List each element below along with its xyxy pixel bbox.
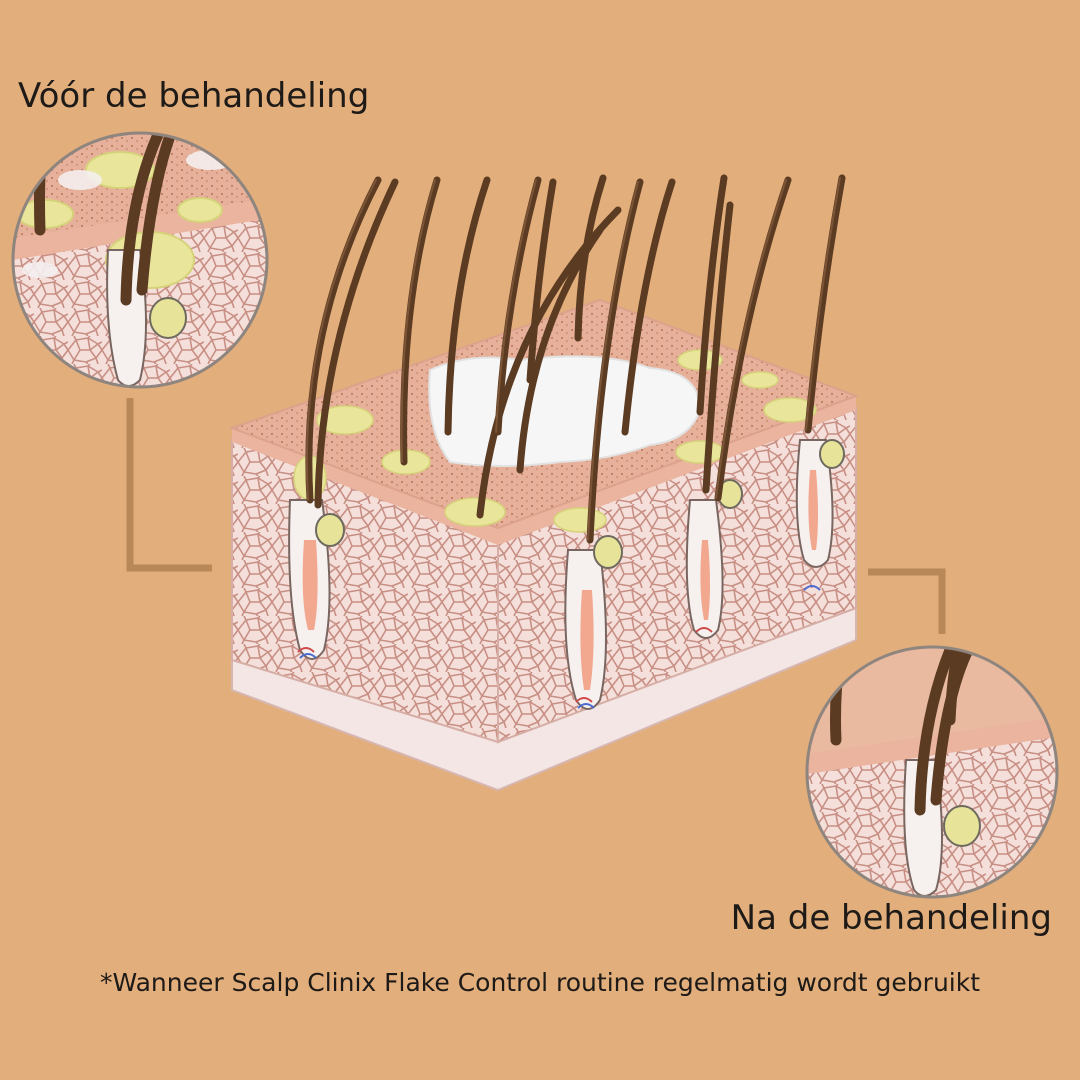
- footnote: *Wanneer Scalp Clinix Flake Control rout…: [99, 968, 981, 997]
- connector-before: [126, 398, 212, 572]
- after-zoom-circle: [805, 645, 1059, 899]
- label-after-treatment: Na de behandeling: [730, 898, 1052, 938]
- before-zoom-circle: [11, 131, 269, 389]
- label-before-treatment: Vóór de behandeling: [18, 76, 370, 116]
- connector-after: [868, 568, 946, 634]
- skin-block: [229, 174, 859, 792]
